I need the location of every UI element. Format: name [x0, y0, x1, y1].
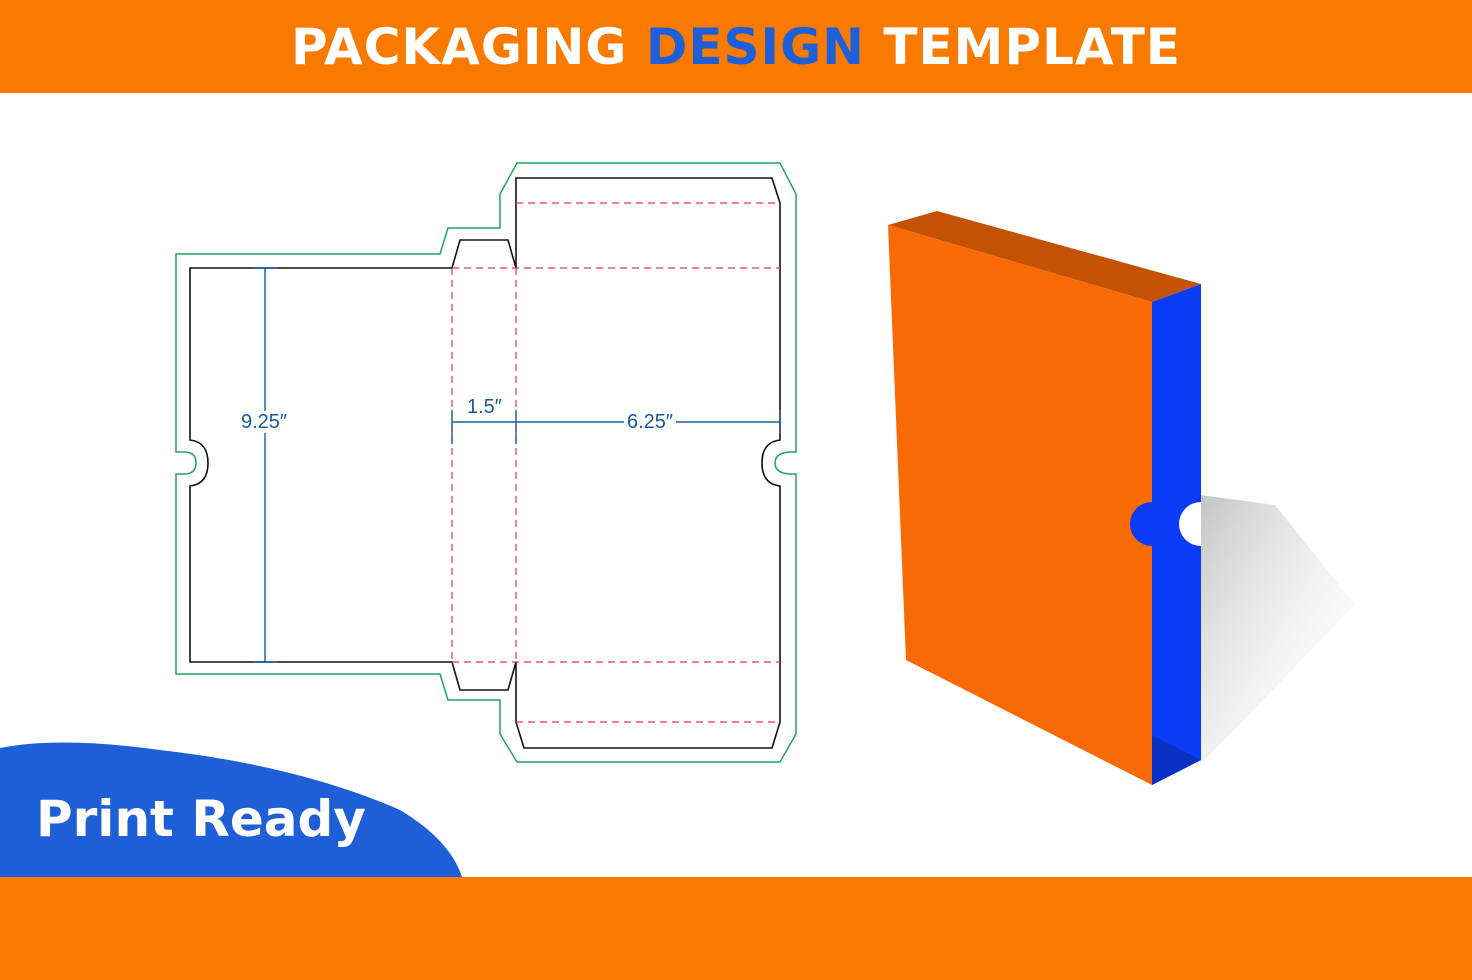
thumb-notch-cutout — [1179, 502, 1201, 546]
print-ready-label: Print Ready — [36, 790, 366, 848]
box-shadow — [1200, 495, 1355, 765]
title-word-template: TEMPLATE — [883, 17, 1182, 76]
box-side-bottom — [1152, 735, 1201, 785]
box-side-face — [1152, 284, 1201, 785]
cut-outline — [189, 177, 781, 749]
thumb-notch — [1130, 502, 1152, 546]
dimension-lines — [254, 267, 781, 663]
title-word-packaging: PACKAGING — [290, 17, 628, 76]
top-banner: PACKAGING DESIGN TEMPLATE — [0, 0, 1472, 93]
box-front-face — [888, 225, 1152, 785]
title-word-design: DESIGN — [645, 17, 865, 76]
print-ready-badge — [0, 742, 462, 877]
banner-title: PACKAGING DESIGN TEMPLATE — [291, 18, 1181, 76]
dim-label-tuck: 1.5″ — [464, 396, 505, 418]
dim-label-width: 6.25″ — [624, 411, 677, 433]
dim-label-height: 9.25″ — [238, 411, 291, 433]
bottom-banner — [0, 877, 1472, 980]
fold-lines — [451, 202, 780, 723]
bleed-outline — [175, 162, 797, 763]
box-3d-mockup — [888, 211, 1355, 785]
box-top-face — [888, 211, 1201, 302]
